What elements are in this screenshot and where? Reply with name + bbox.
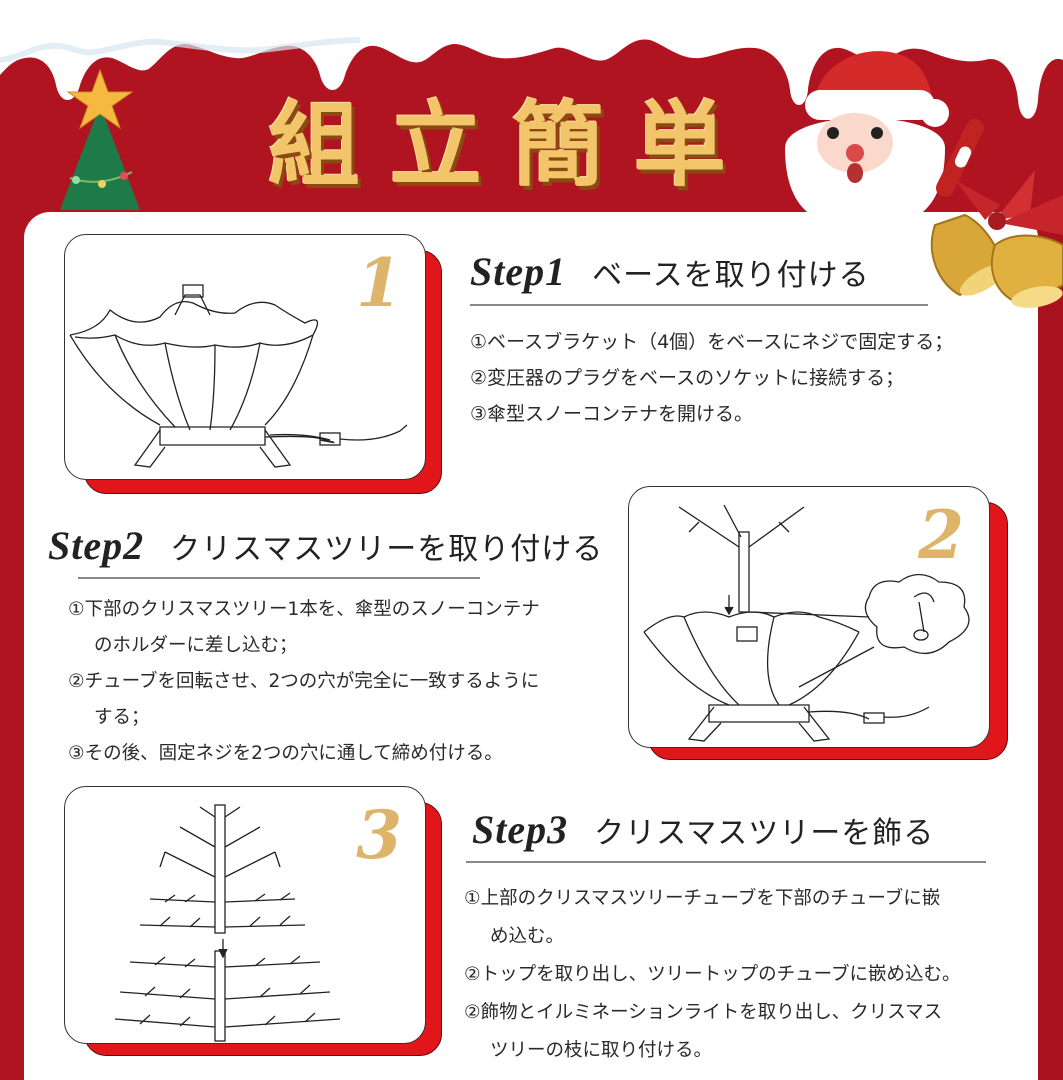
step-3-title: クリスマスツリーを飾る xyxy=(594,816,935,851)
step-1-instructions: ①ベースブラケット（4個）をベースにネジで固定する； ②変圧器のプラグをベースの… xyxy=(470,324,953,432)
instruction-item-continued: のホルダーに差し込む； xyxy=(94,635,298,656)
step-3-instructions: ①上部のクリスマスツリーチューブを下部のチューブに嵌 め込む。 ②トップを取り出… xyxy=(464,880,960,1070)
step-2-instructions: ①下部のクリスマスツリー1本を、傘型のスノーコンテナ のホルダーに差し込む； ②… xyxy=(68,592,540,772)
step-3-illustration xyxy=(64,786,426,1044)
instruction-item: ②トップを取り出し、ツリートップのチューブに嵌め込む。 xyxy=(464,964,961,985)
page-title: 組立簡単 xyxy=(268,82,768,199)
step-3-label: Step3 xyxy=(472,807,569,852)
step-1-label: Step1 xyxy=(470,249,567,294)
step-1-title: ベースを取り付ける xyxy=(592,258,870,293)
step-1-heading: Step1 ベースを取り付ける xyxy=(470,248,870,295)
instruction-item-continued: する； xyxy=(94,707,150,728)
instruction-item: ②チューブを回転させ、2つの穴が完全に一致するように xyxy=(68,671,540,692)
title-text: 組立簡単 xyxy=(268,91,757,199)
instruction-item: ③その後、固定ネジを2つの穴に通して締め付ける。 xyxy=(68,743,503,764)
step-2-title: クリスマスツリーを取り付ける xyxy=(170,532,604,567)
step-1-number: 1 xyxy=(356,244,402,322)
instruction-item: ①上部のクリスマスツリーチューブを下部のチューブに嵌 xyxy=(464,888,941,909)
instruction-item-continued: め込む。 xyxy=(490,926,565,947)
tree-trunk-insert-illustration xyxy=(643,504,970,742)
step-1-illustration xyxy=(64,234,426,480)
star-icon xyxy=(66,68,134,130)
step-3-divider xyxy=(466,861,986,863)
instruction-item: ①下部のクリスマスツリー1本を、傘型のスノーコンテナ xyxy=(68,599,540,620)
step-2-card: 2 xyxy=(628,484,1008,760)
step-2-illustration xyxy=(628,486,990,748)
step-2-number: 2 xyxy=(918,496,964,574)
santa-icon xyxy=(785,51,984,228)
step-2-divider xyxy=(78,577,480,579)
step-3-heading: Step3 クリスマスツリーを飾る xyxy=(472,806,934,853)
instruction-item: ①ベースブラケット（4個）をベースにネジで固定する； xyxy=(470,331,954,353)
instruction-item: ②飾物とイルミネーションライトを取り出し、クリスマス xyxy=(464,1002,943,1023)
instruction-item: ③傘型スノーコンテナを開ける。 xyxy=(470,403,754,425)
christmas-tree-icon xyxy=(60,68,140,210)
right-red-strip xyxy=(1038,212,1063,1080)
step-1-divider xyxy=(470,304,928,306)
umbrella-base-stand-illustration xyxy=(69,284,408,468)
instruction-item: ②変圧器のプラグをベースのソケットに接続する； xyxy=(470,367,905,389)
step-3-number: 3 xyxy=(356,796,402,874)
tree-assembly-illustration xyxy=(114,804,341,1042)
instruction-item-continued: ツリーの枝に取り付ける。 xyxy=(490,1040,713,1061)
step-2-heading: Step2 クリスマスツリーを取り付ける xyxy=(48,522,603,569)
bells-icon xyxy=(930,170,1063,308)
step-1-card: 1 xyxy=(62,232,442,494)
step-3-card: 3 xyxy=(62,784,442,1056)
snow-drip-decoration xyxy=(0,0,1063,119)
step-2-label: Step2 xyxy=(48,523,145,568)
